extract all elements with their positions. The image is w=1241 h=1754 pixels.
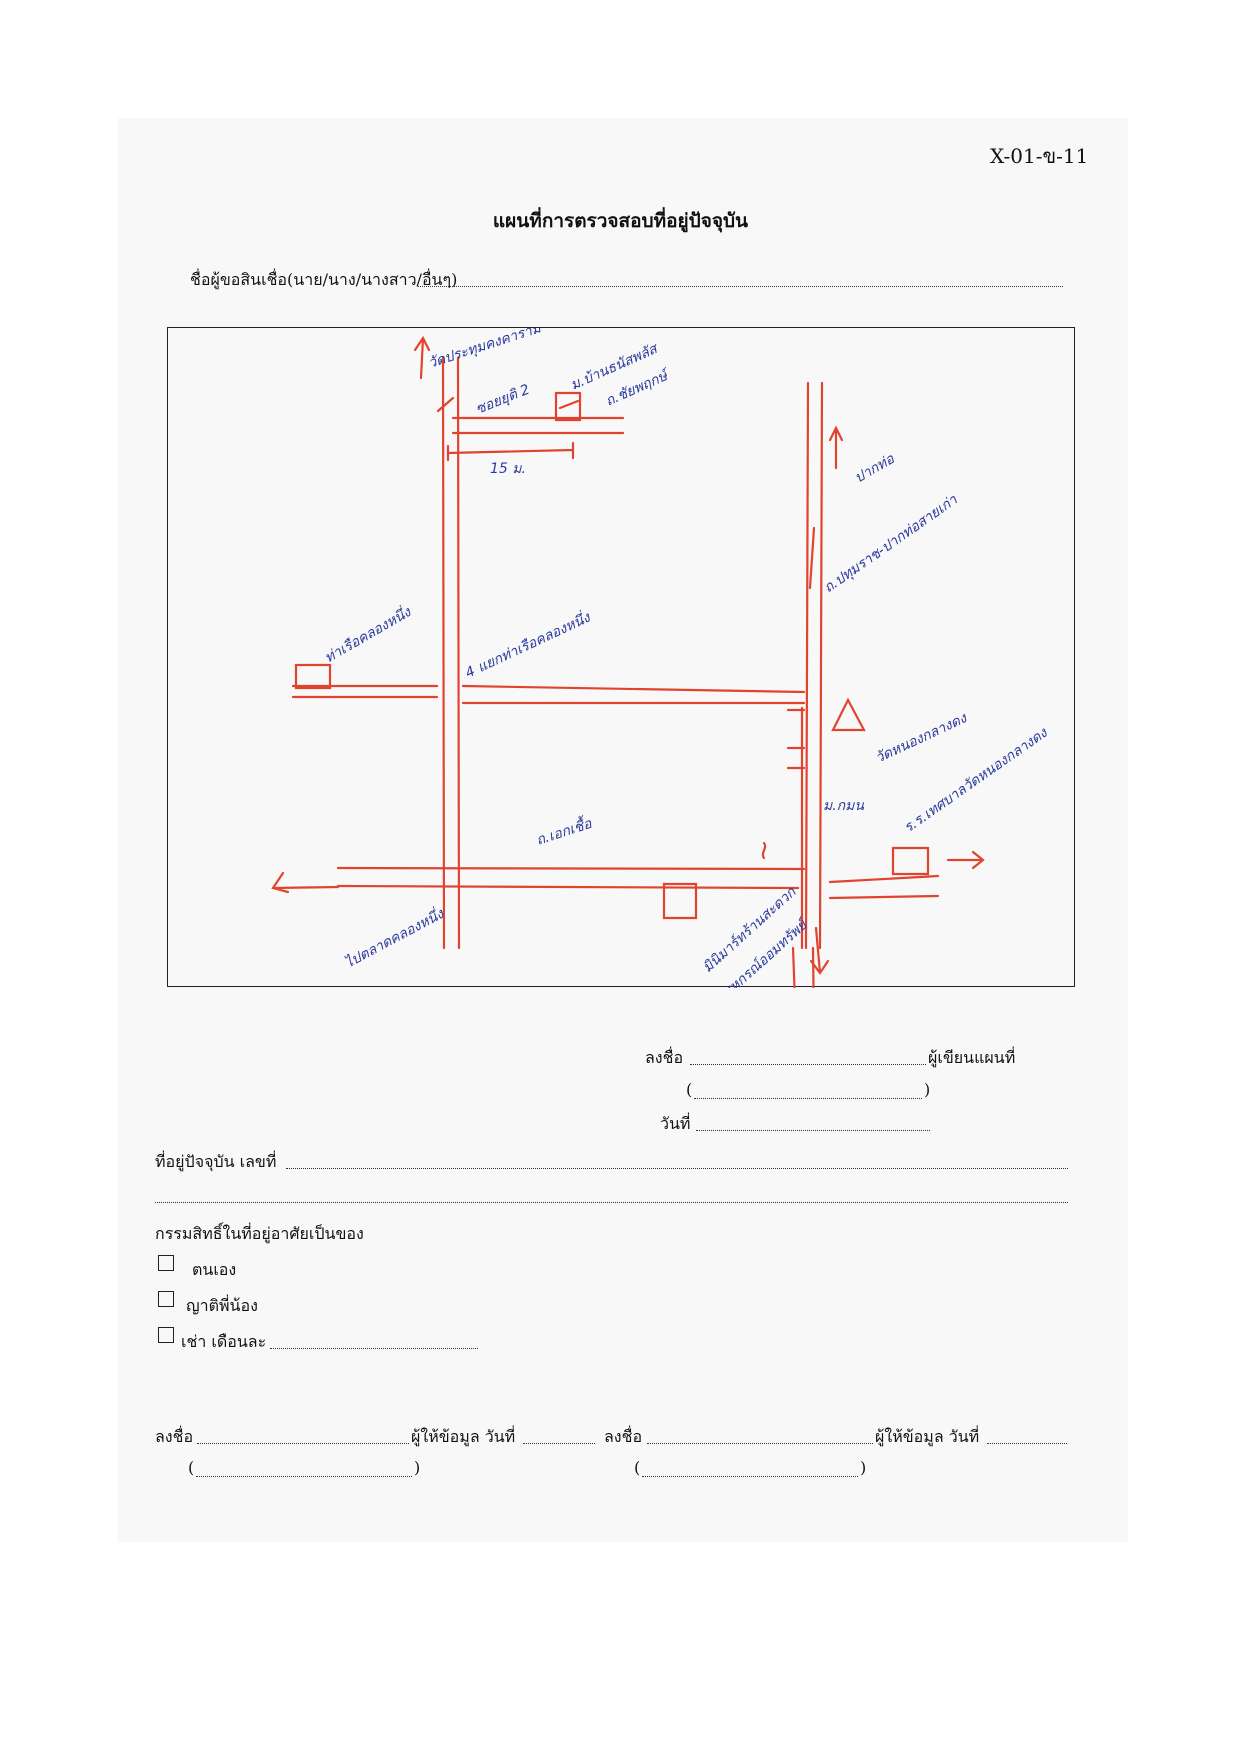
address-line-2[interactable] <box>155 1202 1068 1203</box>
map-label-road-bottom: ถ.เอกเชื้อ <box>533 813 594 849</box>
checkbox-rent[interactable] <box>158 1327 174 1343</box>
map-label-intersection: 4 แยกท่าเรือคลองหนึ่ง <box>462 607 594 682</box>
map-frame: วัดประทุมคงคาราม ซอยยุติ 2 ม.บ้านธนัสพลั… <box>167 327 1075 988</box>
informant2-paren-close: ) <box>860 1458 867 1477</box>
curve-mark <box>761 841 767 860</box>
map-label-pakthor: ปากท่อ <box>852 451 898 487</box>
map-label-soi: ซอยยุติ 2 <box>474 382 533 418</box>
connector-boxes <box>786 708 806 770</box>
map-writer-label: ผู้เขียนแผนที่ <box>928 1048 1016 1067</box>
temple-triangle <box>831 697 866 732</box>
left-shop <box>294 663 332 690</box>
ownership-heading: กรรมสิทธิ์ในที่อยู่อาศัยเป็นของ <box>155 1224 364 1243</box>
soi-vertical-right <box>456 356 461 950</box>
document-number: X-01-ข-11 <box>990 144 1089 168</box>
checkbox-self[interactable] <box>158 1255 174 1271</box>
main-road-right <box>818 381 824 950</box>
informant1-name-line[interactable] <box>196 1476 412 1477</box>
right-up-arrow <box>828 425 844 470</box>
map-writer-sign-label: ลงชื่อ <box>645 1048 684 1067</box>
applicant-label: ชื่อผู้ขอสินเชื่อ(นาย/นาง/นางสาว/อื่นๆ) <box>190 270 458 289</box>
map-writer-sign-line[interactable] <box>690 1064 926 1065</box>
soi-vertical-left <box>441 356 446 950</box>
map-writer-name-line[interactable] <box>694 1098 922 1099</box>
bottom-road <box>336 866 940 900</box>
right-shop <box>891 846 930 876</box>
option-relative-label: ญาติพี่น้อง <box>186 1296 258 1315</box>
informant2-label: ผู้ให้ข้อมูล วันที่ <box>875 1427 980 1446</box>
informant1-label: ผู้ให้ข้อมูล วันที่ <box>411 1427 516 1446</box>
option-self-label: ตนเอง <box>192 1260 237 1279</box>
map-label-temple-top: วัดประทุมคงคาราม <box>426 328 543 372</box>
map-writer-paren-close: ) <box>924 1080 931 1099</box>
map-label-distance: 15 ม. <box>490 461 526 477</box>
informant1-paren-close: ) <box>414 1458 421 1477</box>
applicant-name-line[interactable] <box>418 286 1063 287</box>
address-line-1[interactable] <box>286 1168 1068 1169</box>
address-label: ที่อยู่ปัจจุบัน เลขที่ <box>155 1152 277 1171</box>
hand-drawn-map: วัดประทุมคงคาราม ซอยยุติ 2 ม.บ้านธนัสพลั… <box>271 328 1051 988</box>
informant2-sign-label: ลงชื่อ <box>604 1427 643 1446</box>
checkbox-relative[interactable] <box>158 1291 174 1307</box>
paper-sheet <box>118 118 1128 1542</box>
branch-building <box>554 391 582 422</box>
distance-arrow <box>446 441 575 462</box>
informant2-name-line[interactable] <box>642 1476 858 1477</box>
page-title: แผนที่การตรวจสอบที่อยู่ปัจจุบัน <box>492 210 749 232</box>
rent-amount-line[interactable] <box>270 1348 478 1349</box>
branch-road <box>451 416 625 435</box>
main-road-extension <box>791 526 816 988</box>
down-arrow <box>809 926 830 975</box>
informant1-paren-open: ( <box>188 1458 195 1477</box>
map-label-left-shop: ท่าเรือคลองหนึ่ง <box>321 601 415 666</box>
main-road-left <box>804 381 810 950</box>
soi-corner <box>436 396 455 413</box>
map-label-main-road: ถ.ปทุมราช-ปากท่อสายเก่า <box>821 491 961 596</box>
informant2-sign-line[interactable] <box>647 1443 873 1444</box>
map-label-bottom-left: ไปตลาดคลองหนึ่ง <box>341 903 448 972</box>
informant1-sign-line[interactable] <box>197 1443 409 1444</box>
informant2-date-line[interactable] <box>987 1443 1067 1444</box>
bottom-left-arrow <box>271 871 340 894</box>
top-left-arrow <box>413 335 431 380</box>
cross-road <box>291 684 806 705</box>
option-rent-label: เช่า เดือนละ <box>181 1332 267 1351</box>
informant2-paren-open: ( <box>634 1458 641 1477</box>
informant1-date-line[interactable] <box>523 1443 595 1444</box>
informant1-sign-label: ลงชื่อ <box>155 1427 194 1446</box>
map-writer-paren-open: ( <box>686 1080 693 1099</box>
bottom-shop <box>662 882 698 920</box>
map-date-line[interactable] <box>696 1130 930 1131</box>
map-label-temple-right: วัดหนองกลางดง <box>873 710 970 767</box>
map-date-label: วันที่ <box>660 1114 691 1133</box>
right-arrow <box>946 850 985 870</box>
map-label-market: ม.กมน <box>823 798 864 814</box>
